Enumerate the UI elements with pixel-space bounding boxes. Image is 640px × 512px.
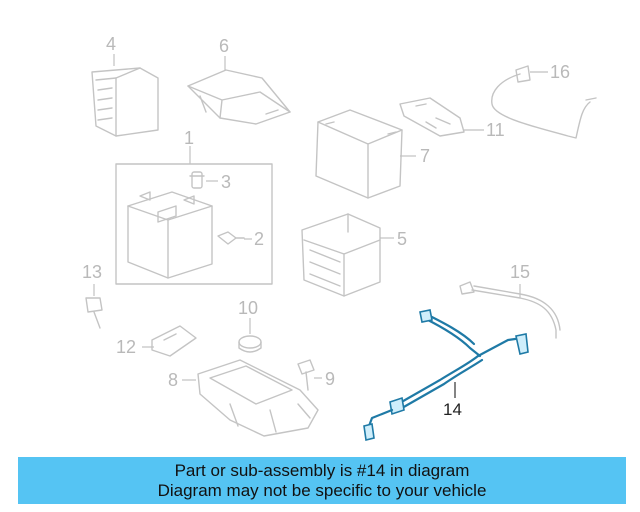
banner-line-2: Diagram may not be specific to your vehi…: [157, 481, 487, 500]
part-7-battery[interactable]: [315, 109, 416, 199]
callout-15[interactable]: 15: [510, 262, 530, 282]
part-1-battery-assembly[interactable]: [115, 163, 273, 285]
part-4-battery-cover[interactable]: [91, 54, 159, 137]
info-banner: Part or sub-assembly is #14 in diagram D…: [18, 457, 626, 504]
callout-11[interactable]: 11: [486, 120, 505, 140]
part-13-bolt[interactable]: [85, 284, 103, 329]
callout-12[interactable]: 12: [116, 337, 136, 357]
part-5-insulation-sleeve[interactable]: [301, 213, 394, 297]
part-3-terminal[interactable]: [189, 171, 218, 189]
callout-4[interactable]: 4: [106, 34, 116, 54]
parts-diagram: 4 6 16 11 7 1: [82, 34, 597, 441]
part-2-bolt[interactable]: [217, 231, 252, 245]
part-14-cable-harness[interactable]: [363, 309, 529, 441]
banner-line-1: Part or sub-assembly is #14 in diagram: [174, 461, 470, 480]
callout-9[interactable]: 9: [325, 369, 335, 389]
callout-3[interactable]: 3: [221, 172, 231, 192]
part-16-cable[interactable]: [491, 65, 597, 139]
part-6-top-cover[interactable]: [187, 56, 291, 125]
callout-1[interactable]: 1: [184, 128, 194, 148]
callout-7[interactable]: 7: [420, 146, 430, 166]
part-9-bolt[interactable]: [297, 359, 322, 391]
part-15-cable[interactable]: [459, 281, 561, 339]
part-8-battery-tray[interactable]: [182, 359, 319, 437]
part-11-bracket[interactable]: [399, 97, 484, 137]
callout-16[interactable]: 16: [550, 62, 570, 82]
callout-2[interactable]: 2: [254, 229, 264, 249]
callout-10[interactable]: 10: [238, 298, 258, 318]
callout-13[interactable]: 13: [82, 262, 102, 282]
callout-6[interactable]: 6: [219, 36, 229, 56]
callout-8[interactable]: 8: [168, 370, 178, 390]
part-12-bracket[interactable]: [142, 325, 197, 357]
callout-5[interactable]: 5: [397, 229, 407, 249]
part-10-nut[interactable]: [238, 318, 262, 353]
callout-14[interactable]: 14: [443, 400, 462, 419]
